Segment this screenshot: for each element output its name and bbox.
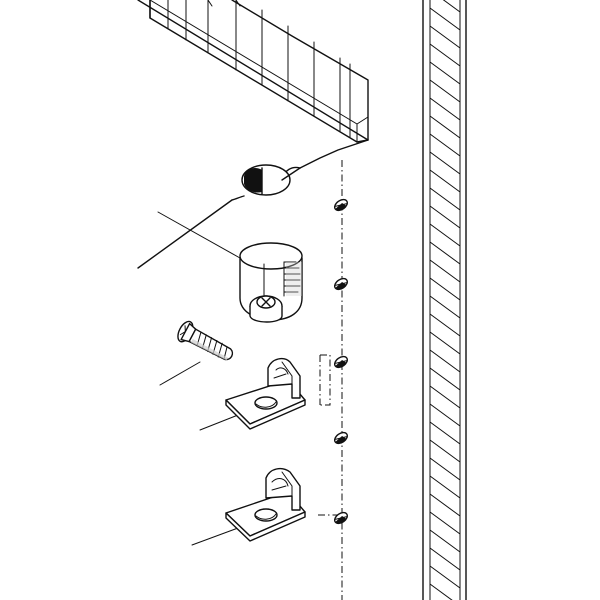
hatch-line bbox=[429, 367, 461, 391]
hatch-line bbox=[429, 403, 461, 427]
hatch-line bbox=[429, 7, 461, 31]
mounting-pins bbox=[334, 198, 348, 525]
hatch-line bbox=[429, 565, 461, 589]
shelf-support-clip-top bbox=[225, 357, 306, 430]
hatch-line bbox=[429, 439, 461, 463]
hatch-line bbox=[429, 223, 461, 247]
side-panel bbox=[422, 0, 467, 600]
hatch-line bbox=[429, 133, 461, 157]
hatch-line bbox=[429, 475, 461, 499]
leader-line-clip-bottom bbox=[191, 527, 239, 546]
hatch-line bbox=[429, 331, 461, 355]
hatch-line bbox=[429, 277, 461, 301]
side-panel-hatching bbox=[429, 0, 461, 600]
mounting-pin bbox=[334, 431, 348, 445]
cabinet-panel bbox=[137, 0, 369, 269]
hatch-line bbox=[429, 97, 461, 121]
hatch-line bbox=[429, 79, 461, 103]
hatch-line bbox=[429, 313, 461, 337]
hatch-line bbox=[429, 421, 461, 445]
hatch-line bbox=[429, 115, 461, 139]
screw bbox=[177, 320, 234, 361]
mounting-pin bbox=[334, 277, 348, 291]
hatch-line bbox=[429, 583, 453, 600]
hatch-line bbox=[429, 511, 461, 535]
cam-connector-housing bbox=[239, 242, 303, 323]
hatch-line bbox=[429, 349, 461, 373]
drilled-hole bbox=[231, 164, 301, 201]
mounting-pin bbox=[334, 511, 348, 525]
hatch-line bbox=[429, 547, 461, 571]
hatch-line bbox=[429, 241, 461, 265]
hatch-line bbox=[429, 529, 461, 553]
hatch-line bbox=[429, 205, 461, 229]
mounting-pin bbox=[334, 198, 348, 212]
hatch-line bbox=[429, 385, 461, 409]
hatch-line bbox=[429, 457, 461, 481]
hatch-line bbox=[429, 187, 461, 211]
hatch-line bbox=[429, 493, 461, 517]
hatch-line bbox=[429, 61, 461, 85]
mounting-pin bbox=[334, 355, 348, 369]
hatch-line bbox=[429, 25, 461, 49]
hatch-line bbox=[429, 169, 461, 193]
hatch-line bbox=[429, 151, 461, 175]
leader-line-screw bbox=[159, 361, 201, 386]
hatch-line bbox=[442, 0, 461, 13]
hatch-line bbox=[429, 43, 461, 67]
alignment-axis bbox=[318, 160, 343, 600]
edge-hatching bbox=[167, 0, 351, 138]
leader-line-housing bbox=[157, 211, 241, 259]
hatch-line bbox=[429, 295, 461, 319]
shelf-support-clip-bottom bbox=[225, 467, 306, 542]
leader-line-clip-top bbox=[199, 414, 239, 431]
leader-lines bbox=[157, 211, 241, 546]
hatch-line bbox=[429, 259, 461, 283]
